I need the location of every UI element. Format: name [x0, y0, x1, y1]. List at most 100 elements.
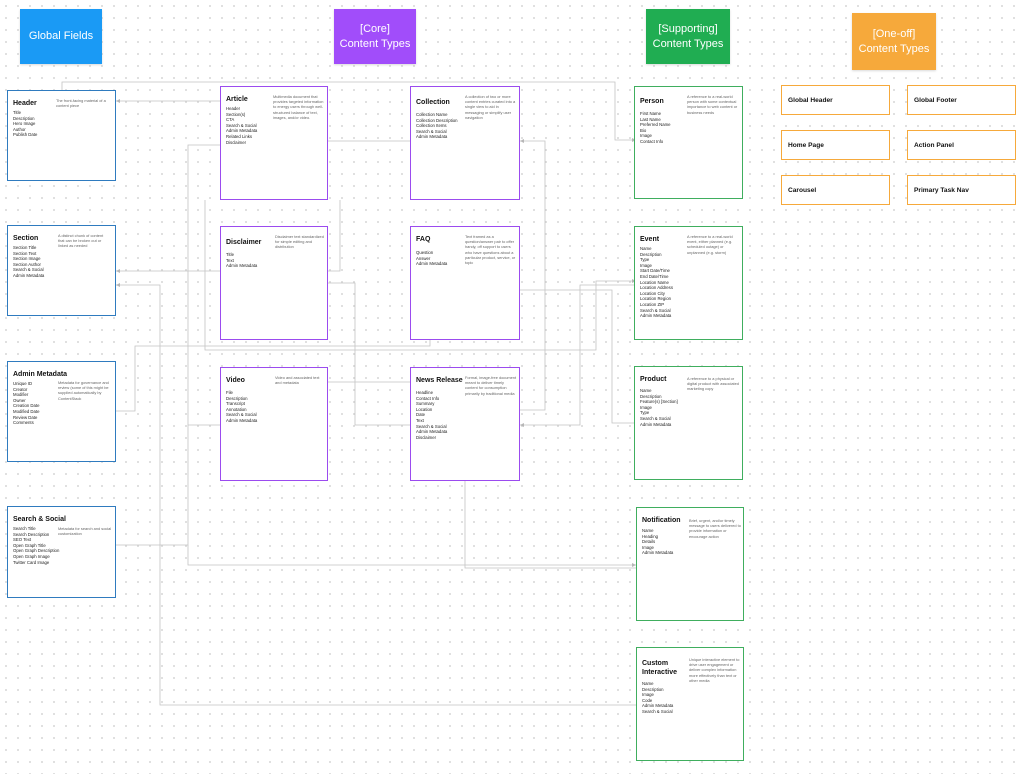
- card-home-page[interactable]: Home Page: [781, 130, 890, 160]
- field-item: Last Name: [640, 116, 661, 122]
- field-item: Contact Info: [416, 395, 440, 401]
- field-item: Collection Items: [416, 123, 447, 129]
- field-item: Date: [416, 412, 426, 418]
- connector-search-to-notification: [187, 545, 636, 566]
- field-item: Search & Social: [13, 267, 44, 273]
- field-item: Modifier: [13, 392, 29, 398]
- card-title: Video: [226, 377, 245, 384]
- field-item: Open Graph Image: [13, 553, 50, 559]
- field-item: Publish Date: [13, 132, 38, 138]
- field-item: Location Name: [640, 279, 669, 285]
- field-item: Title: [226, 252, 234, 257]
- field-item: Description: [640, 251, 662, 257]
- card-description: Video and associated text and metadata: [275, 375, 320, 386]
- card-description: Metadata for search and social customiza…: [58, 526, 112, 537]
- field-item: Header: [226, 106, 241, 111]
- title-line2: Interactive: [642, 669, 678, 676]
- field-item: Hero Image: [13, 121, 36, 127]
- field-item: Location: [416, 406, 433, 412]
- field-item: Name: [640, 388, 652, 393]
- field-item: CTA: [226, 117, 235, 123]
- field-item: Creator: [13, 386, 28, 392]
- card-title: Notification: [642, 517, 681, 524]
- field-item: Modified Date: [13, 408, 40, 414]
- field-item: Admin Metadata: [13, 272, 45, 278]
- card-description: Unique interactive element to drive user…: [689, 657, 740, 683]
- field-item: Search & Social: [416, 128, 447, 134]
- connector-search-to-news: [116, 144, 220, 546]
- field-item: Search & Social: [226, 412, 257, 418]
- field-item: Transcript: [226, 401, 245, 407]
- card-description: A distinct chunk of content that can be …: [58, 233, 104, 249]
- card-description: A reference to a real-world person with …: [687, 94, 738, 115]
- card-primary-task-nav[interactable]: Primary Task Nav: [907, 175, 1016, 205]
- field-item: Related Links: [226, 133, 253, 139]
- field-item: Section Text: [13, 250, 37, 256]
- arrow-head-header: [116, 99, 120, 103]
- header-global-line1: Global Fields: [28, 30, 94, 42]
- header-oneoff-content-types: [One-off] Content Types: [852, 13, 936, 70]
- card-action-panel[interactable]: Action Panel: [907, 130, 1016, 160]
- field-item: Admin Metadata: [416, 134, 448, 140]
- card-description: Brief, urgent, and/or timely message to …: [689, 518, 741, 539]
- field-item: Description: [640, 393, 662, 399]
- field-item: Annotation: [226, 406, 247, 412]
- arrow-head-collection: [520, 139, 524, 143]
- field-item: Admin Metadata: [640, 421, 672, 427]
- card-title: Collection: [416, 99, 450, 106]
- field-item: Open Graph Title: [13, 542, 46, 548]
- header-oneoff-line2: Content Types: [858, 42, 930, 55]
- field-item: End Date/Time: [640, 273, 669, 279]
- title-line1: Custom: [642, 660, 669, 667]
- arrow-head-news: [520, 423, 524, 427]
- field-item: Collection Name: [416, 112, 448, 117]
- card-title: Admin Metadata: [13, 371, 68, 378]
- card-carousel[interactable]: Carousel: [781, 175, 890, 205]
- field-item: Unique ID: [13, 381, 33, 386]
- card-global-footer[interactable]: Global Footer: [907, 85, 1016, 115]
- header-global-fields: Global Fields: [20, 9, 102, 64]
- field-item: Name: [640, 246, 652, 251]
- card-title: News Release: [416, 377, 463, 384]
- field-item: Owner: [13, 397, 26, 403]
- card-description: Formal, image-free document meant to del…: [465, 375, 517, 396]
- field-item: Text: [416, 417, 424, 423]
- arrow-head-section: [116, 269, 120, 273]
- field-item: Open Graph Description: [13, 548, 60, 554]
- field-item: Search & Social: [642, 708, 673, 714]
- card-title: Person: [640, 98, 664, 105]
- field-item: Admin Metadata: [226, 128, 258, 134]
- field-item: Image: [640, 133, 652, 139]
- field-item: Search & Social: [416, 423, 447, 429]
- header-supporting-line2: Content Types: [652, 37, 724, 50]
- card-global-header[interactable]: Global Header: [781, 85, 890, 115]
- field-item: Review Date: [13, 414, 38, 420]
- field-item: Search & Social: [640, 307, 671, 313]
- field-item: Name: [642, 681, 654, 686]
- field-item: Disclaimer: [416, 434, 437, 440]
- field-item: Admin Metadata: [642, 703, 674, 709]
- field-item: Admin Metadata: [640, 313, 672, 319]
